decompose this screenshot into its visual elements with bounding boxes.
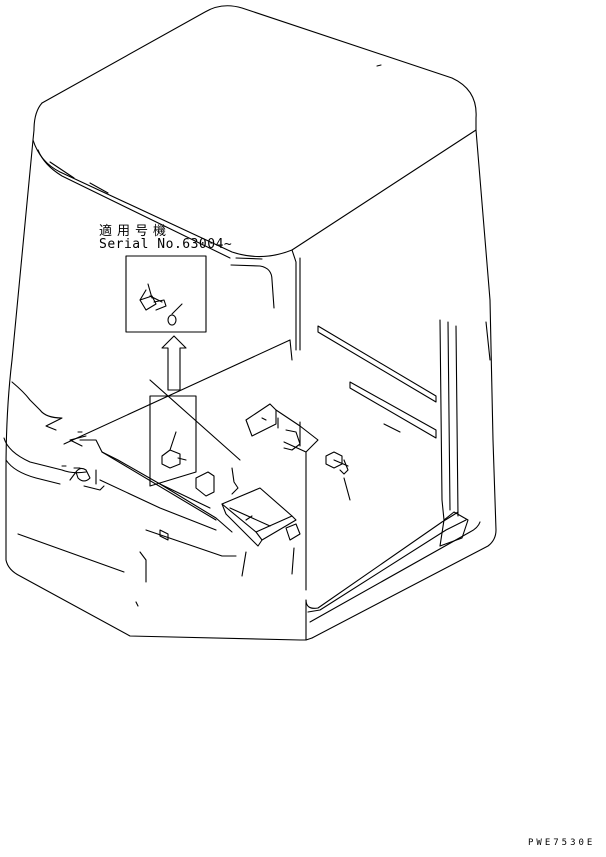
front-panel xyxy=(3,339,293,607)
cab-roof xyxy=(32,5,477,259)
up-arrow xyxy=(161,335,187,391)
bracket-assembly xyxy=(195,467,301,577)
drawing-code: PWE7530E xyxy=(528,838,596,848)
inner-detail-box xyxy=(149,395,197,487)
serial-number-label: Serial No.63004~ xyxy=(99,237,233,252)
window-stripes xyxy=(317,325,437,439)
bolt-part xyxy=(325,451,351,501)
applies-to-label: 適用号機 xyxy=(99,224,172,239)
detail-box xyxy=(125,255,207,333)
upper-bracket xyxy=(245,403,319,591)
cab-body xyxy=(5,129,497,641)
